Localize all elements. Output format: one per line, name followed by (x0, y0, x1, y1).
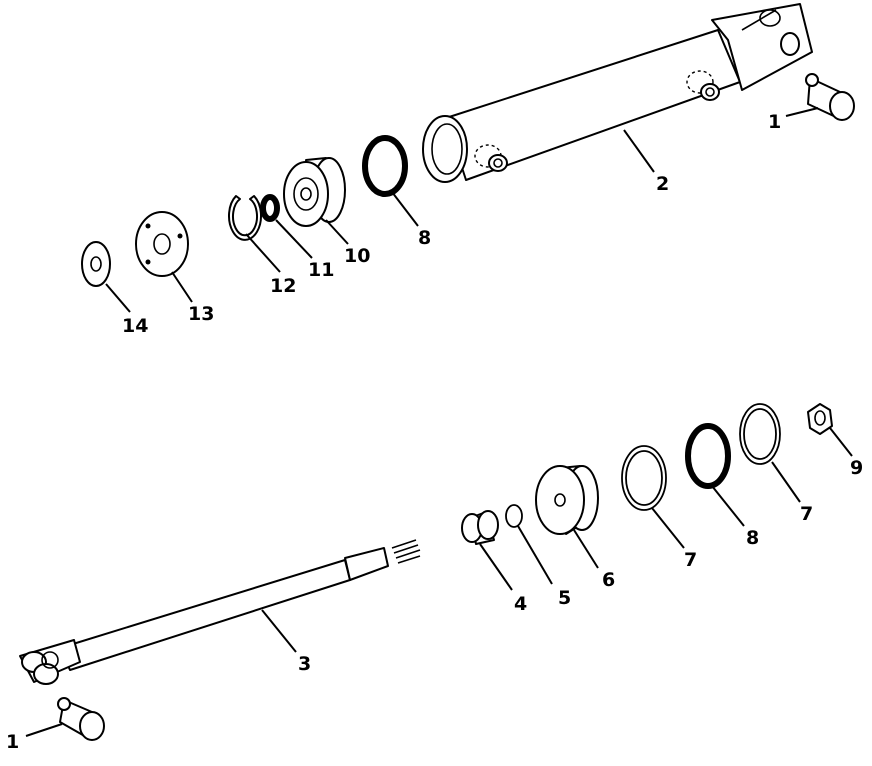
callout-8-upper: 8 (418, 227, 431, 249)
callout-13: 13 (188, 303, 214, 325)
nut-9 (807, 403, 833, 435)
callout-11: 11 (308, 259, 334, 281)
snap-ring-12 (228, 195, 262, 241)
ring-7-right (739, 403, 781, 465)
callout-1-top: 1 (768, 111, 781, 133)
piston-6 (535, 465, 599, 535)
cylinder-barrel (422, 3, 813, 183)
callout-12: 12 (270, 275, 296, 297)
o-ring-5 (505, 504, 523, 528)
callout-1-bottom: 1 (6, 731, 19, 753)
leader-lines (25, 107, 853, 737)
o-ring-8-upper (362, 135, 408, 197)
callout-labels: 1 1 2 3 4 5 6 7 7 8 8 9 10 11 12 13 14 (6, 111, 863, 753)
callout-2: 2 (656, 173, 669, 195)
callout-9: 9 (850, 457, 863, 479)
piston-rod (19, 539, 421, 685)
callout-6: 6 (602, 569, 615, 591)
gland-13 (135, 211, 189, 277)
callout-14: 14 (122, 315, 148, 337)
callout-4: 4 (514, 593, 527, 615)
callout-10: 10 (344, 245, 370, 267)
callout-3: 3 (298, 653, 311, 675)
washer-14 (81, 241, 111, 287)
clevis-pin-top (805, 73, 855, 121)
o-ring-8-lower (685, 423, 731, 489)
clevis-pin-bottom (57, 697, 105, 741)
callout-7-right: 7 (800, 503, 813, 525)
piston-10 (283, 157, 346, 227)
callout-8-lower: 8 (746, 527, 759, 549)
backup-ring-11 (260, 194, 280, 222)
callout-7-left: 7 (684, 549, 697, 571)
bushing-4 (461, 510, 499, 545)
callout-5: 5 (558, 587, 571, 609)
ring-7-left (621, 445, 667, 511)
